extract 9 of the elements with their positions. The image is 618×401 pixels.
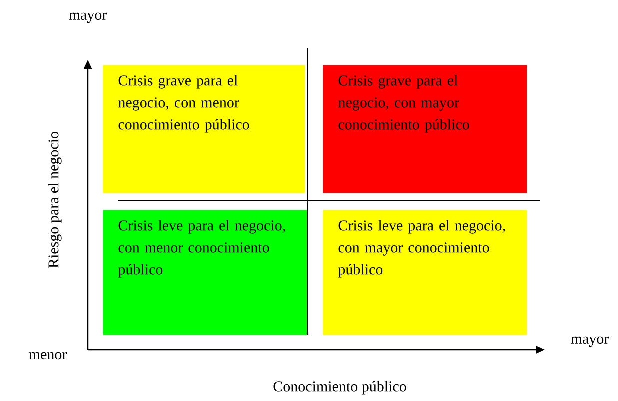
axis-end-label: mayor xyxy=(69,12,108,24)
axis-end-label: mayor xyxy=(571,336,610,348)
quadrant-box: Crisis leve para el negocio, con menor conocimiento público xyxy=(103,210,308,336)
axis-end-label: menor xyxy=(29,352,68,360)
quadrant-box: Crisis grave para el negocio, con mayor conocimiento público xyxy=(323,65,528,194)
quadrant-box: Crisis grave para el negocio, con menor conocimiento público xyxy=(103,65,306,194)
axis-title: Conocimiento público xyxy=(274,381,406,395)
axis-title: Riesgo para el negocio xyxy=(48,132,62,268)
quadrant-box: Crisis leve para el negocio, con mayor conocimiento público xyxy=(323,210,528,336)
